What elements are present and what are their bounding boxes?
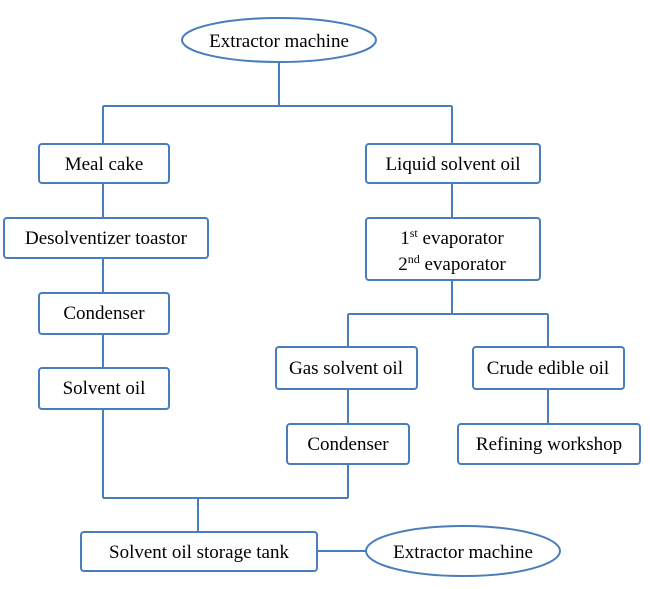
node-storage-tank-label: Solvent oil storage tank: [109, 542, 289, 563]
node-desolventizer-label: Desolventizer toastor: [25, 228, 188, 249]
evaporator-2-sup: nd: [408, 252, 420, 266]
node-extractor-top-label: Extractor machine: [209, 31, 349, 52]
node-refining-workshop-label: Refining workshop: [476, 434, 622, 455]
node-extractor-bottom: Extractor machine: [365, 525, 561, 577]
evaporator-2-num: 2: [398, 254, 408, 275]
evaporator-1-num: 1: [400, 228, 410, 249]
node-evaporator-1: 1st evaporator: [400, 226, 504, 249]
node-solvent-oil-label: Solvent oil: [63, 378, 146, 399]
node-gas-solvent-oil-label: Gas solvent oil: [289, 358, 403, 379]
node-condenser-left-label: Condenser: [63, 303, 145, 324]
node-crude-edible-oil-label: Crude edible oil: [487, 358, 609, 379]
node-evaporator-2: 2nd evaporator: [398, 252, 506, 275]
node-storage-tank: Solvent oil storage tank: [80, 531, 318, 572]
node-crude-edible-oil: Crude edible oil: [472, 346, 625, 390]
connectors: [102, 61, 549, 552]
node-desolventizer: Desolventizer toastor: [3, 217, 209, 259]
node-condenser-right: Condenser: [286, 423, 410, 465]
node-condenser-left: Condenser: [38, 292, 170, 335]
node-solvent-oil: Solvent oil: [38, 367, 170, 410]
node-meal-cake-label: Meal cake: [65, 154, 144, 175]
node-evaporators: 1st evaporator 2nd evaporator: [365, 217, 541, 281]
evaporator-1-text: evaporator: [418, 228, 505, 249]
node-extractor-top: Extractor machine: [181, 17, 377, 63]
evaporator-2-text: evaporator: [420, 254, 507, 275]
node-liquid-solvent-oil: Liquid solvent oil: [365, 143, 541, 184]
node-meal-cake: Meal cake: [38, 143, 170, 184]
node-gas-solvent-oil: Gas solvent oil: [275, 346, 418, 390]
node-refining-workshop: Refining workshop: [457, 423, 641, 465]
evaporator-1-sup: st: [410, 226, 419, 240]
node-condenser-right-label: Condenser: [307, 434, 389, 455]
node-liquid-solvent-oil-label: Liquid solvent oil: [385, 154, 520, 175]
node-extractor-bottom-label: Extractor machine: [393, 542, 533, 563]
